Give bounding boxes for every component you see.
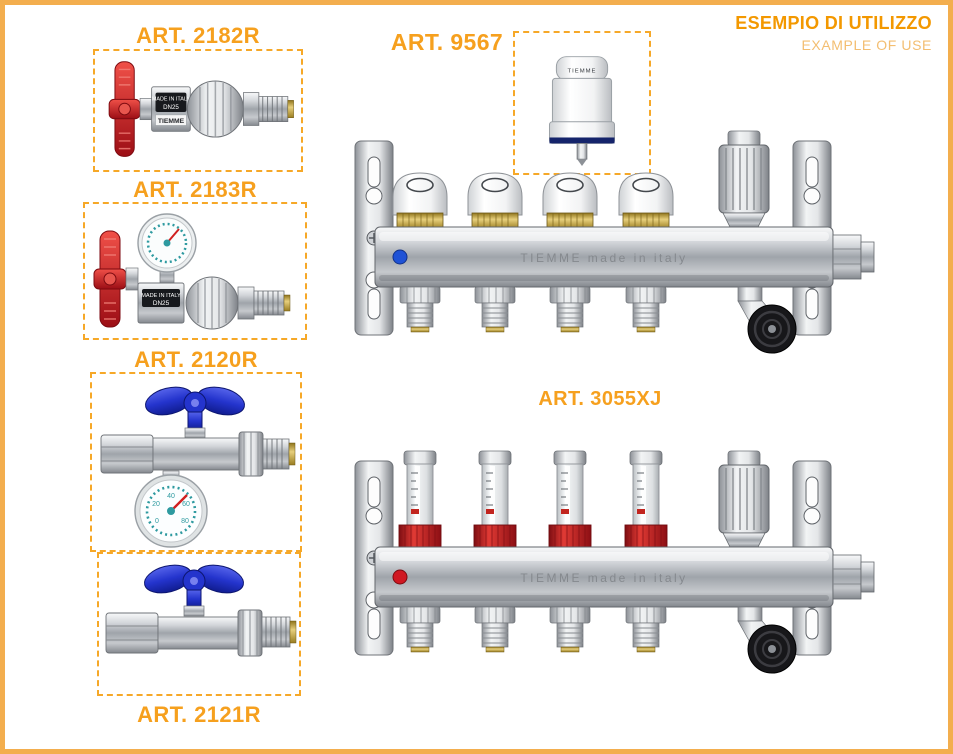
outlet-fitting-icon — [549, 286, 591, 333]
outlet-fitting-icon — [474, 606, 516, 653]
air-vent-icon — [718, 450, 770, 548]
label-art-2183r: ART. 2183R — [133, 177, 257, 202]
label-art-3055xj: ART. 3055XJ — [538, 388, 662, 410]
outlet-fitting-icon — [625, 606, 667, 653]
manifold-3055xj-illustration: TIEMME made in italy TIEMME made in ital… — [354, 130, 875, 675]
gauge-num-80: 80 — [181, 518, 189, 525]
red-handle-icon — [93, 230, 127, 328]
valve-body — [105, 609, 297, 657]
thermoelectric-actuator-icon: TIEMME — [548, 56, 616, 167]
product-box-2183r: MADE IN ITALY DN25 — [83, 202, 307, 340]
valve-2183r-illustration: MADE IN ITALY DN25 — [93, 213, 291, 330]
label-art-2120r: ART. 2120R — [134, 347, 258, 372]
valve-badge-line1: MADE IN ITALY — [152, 96, 191, 102]
red-handle-icon — [108, 61, 141, 157]
blue-handle-icon — [144, 564, 244, 609]
product-box-2182r: MADE IN ITALY DN25 TIEMME — [93, 49, 303, 172]
outlet-fitting-icon — [399, 286, 441, 333]
actuator-brand-text: TIEMME — [568, 68, 597, 74]
label-art-2182r: ART. 2182R — [136, 23, 260, 48]
red-flow-dot — [392, 569, 408, 585]
valve-cap-icon — [542, 172, 598, 230]
manifold-brand-text: TIEMME made in italy — [520, 251, 687, 265]
manifold-end-fitting — [832, 554, 875, 600]
gauge-num-60: 60 — [182, 501, 190, 508]
valve-2120r-illustration: 0 20 40 60 80 — [100, 386, 296, 548]
valve-body: MADE IN ITALY DN25 — [137, 282, 185, 324]
male-thread — [253, 290, 285, 316]
label-art-9567: ART. 9567 — [390, 29, 504, 55]
gauge-num-40: 40 — [167, 493, 175, 500]
manifold-end-fitting — [832, 234, 875, 280]
valve-badge-line2: DN25 — [163, 104, 179, 111]
title-italian: ESEMPIO DI UTILIZZO — [735, 13, 932, 33]
gauge-num-20: 20 — [152, 501, 160, 508]
valve-cap-icon — [467, 172, 523, 230]
blue-handle-icon — [145, 386, 245, 431]
drain-valve-icon — [736, 285, 798, 355]
flow-meter-icon — [548, 450, 592, 548]
thermometer-gauge-icon — [137, 213, 197, 273]
manifold-bottom-assembly: TIEMME made in italy — [354, 450, 875, 675]
drain-valve-icon — [736, 605, 798, 675]
manifold-brand-text: TIEMME made in italy — [520, 571, 687, 585]
valve-body: MADE IN ITALY DN25 TIEMME — [151, 86, 191, 132]
valve-brand-text: TIEMME — [158, 118, 185, 125]
male-thread — [258, 96, 289, 122]
blue-flow-dot — [392, 249, 408, 265]
thermometer-gauge-icon: 0 20 40 60 80 — [134, 474, 208, 548]
gauge-num-0: 0 — [155, 518, 159, 525]
outlet-fitting-icon — [549, 606, 591, 653]
product-box-9567: TIEMME — [513, 31, 651, 175]
valve-cap-icon — [392, 172, 448, 230]
air-vent-icon — [718, 130, 770, 228]
flow-meter-icon — [624, 450, 668, 548]
valve-badge-line1: MADE IN ITALY — [141, 293, 181, 299]
actuator-9567-illustration: TIEMME — [548, 56, 616, 167]
valve-body — [100, 431, 296, 477]
outlet-fitting-icon — [625, 286, 667, 333]
valve-2182r-illustration: MADE IN ITALY DN25 TIEMME — [108, 61, 294, 157]
page-title: ESEMPIO DI UTILIZZO EXAMPLE OF USE — [735, 13, 932, 53]
manifold-top-assembly: TIEMME made in italy — [354, 130, 875, 355]
product-box-2120r: 0 20 40 60 80 — [90, 372, 302, 552]
flow-meter-icon — [473, 450, 517, 548]
valve-cap-icon — [618, 172, 674, 230]
flow-meter-icon — [398, 450, 442, 548]
title-english: EXAMPLE OF USE — [801, 37, 932, 53]
valve-2121r-illustration — [105, 564, 297, 657]
valve-badge-line2: DN25 — [153, 300, 170, 307]
label-art-2121r: ART. 2121R — [137, 702, 261, 727]
outlet-fitting-icon — [474, 286, 516, 333]
product-box-2121r — [97, 552, 301, 696]
outlet-fitting-icon — [399, 606, 441, 653]
